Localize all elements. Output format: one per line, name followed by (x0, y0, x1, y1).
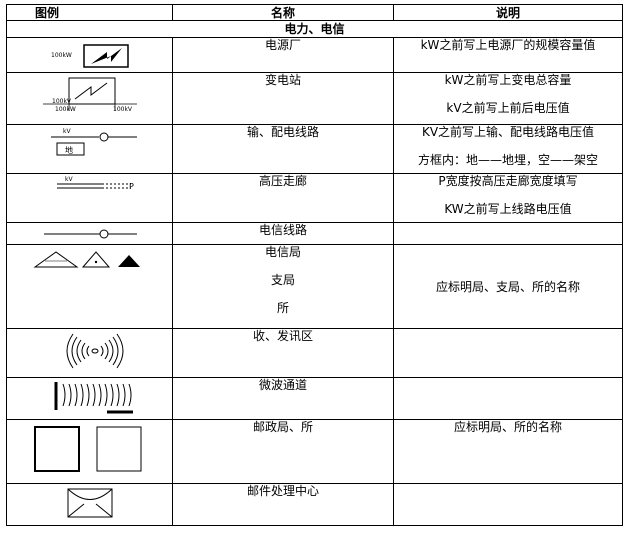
description-cell (393, 483, 623, 526)
description-cell: 应标明局、支局、所的名称 (393, 244, 623, 329)
description-text: P宽度按高压走廊宽度填写 (438, 174, 578, 188)
telecom-branch-icon (81, 251, 111, 268)
name-text: 变电站 (264, 73, 301, 87)
description-cell: KV之前写上输、配电线路电压值 方框内：地——地埋，空——架空 (393, 124, 623, 174)
post-office-icon (34, 426, 80, 472)
name-text: 支局 (270, 273, 295, 287)
table-row: 邮政局、所 应标明局、所的名称 (6, 419, 623, 484)
mail-center-icon (67, 488, 113, 518)
table-row: 100kV 100kW 100kV 变电站 kW之前写上变电总容量 kV之前写上… (6, 72, 623, 125)
name-text: 电信局 (264, 245, 301, 259)
name-text: 邮政局、所 (252, 420, 313, 434)
transmit-receive-icon (66, 333, 124, 369)
section-row: 电力、电信 (6, 20, 623, 38)
name-cell: 邮件处理中心 (172, 483, 394, 526)
description-text: 应标明局、支局、所的名称 (435, 279, 580, 294)
symbol-label: 地 (65, 145, 73, 155)
symbol-cell (6, 419, 173, 484)
symbol-label: P (129, 182, 134, 191)
name-text: 电源厂 (264, 38, 301, 52)
symbol-cell (6, 377, 173, 420)
table-row: kV P 高压走廊 P宽度按高压走廊宽度填写 KW之前写上线路电压值 (6, 173, 623, 223)
name-cell: 收、发讯区 (172, 328, 394, 378)
power-plant-icon: 100kW (51, 44, 129, 68)
name-text: 收、发讯区 (252, 329, 313, 343)
description-cell (393, 328, 623, 378)
description-text: kW之前写上电源厂的规模容量值 (420, 38, 596, 52)
symbol-label: kV (63, 128, 71, 135)
post-station-icon (96, 426, 142, 472)
name-text: 输、配电线路 (246, 125, 319, 139)
description-cell: P宽度按高压走廊宽度填写 KW之前写上线路电压值 (393, 173, 623, 223)
name-cell: 邮政局、所 (172, 419, 394, 484)
name-cell: 电源厂 (172, 37, 394, 73)
table-row: 微波通道 (6, 377, 623, 420)
description-text: kV之前写上前后电压值 (446, 101, 570, 115)
symbol-cell (6, 244, 173, 329)
name-text: 高压走廊 (258, 174, 307, 188)
description-text: 方框内：地——地埋，空——架空 (417, 153, 598, 167)
telecom-office-icons (33, 251, 140, 268)
symbol-cell (6, 222, 173, 245)
substation-icon: 100kV 100kW 100kV (43, 77, 137, 113)
description-text: KW之前写上线路电压值 (444, 202, 572, 216)
header-name: 名称 (172, 4, 394, 21)
table-row: 100kW 电源厂 kW之前写上电源厂的规模容量值 (6, 37, 623, 73)
description-cell: kW之前写上电源厂的规模容量值 (393, 37, 623, 73)
symbol-cell: 100kV 100kW 100kV (6, 72, 173, 125)
symbol-cell (6, 328, 173, 378)
symbol-cell (6, 483, 173, 526)
hv-corridor-icon: kV P (57, 176, 134, 191)
table-row: kV 地 输、配电线路 KV之前写上输、配电线路电压值 方框内：地——地埋，空—… (6, 124, 623, 174)
legend-table: 图例 名称 说明 电力、电信 100kW 电源厂 kW之前写上电源厂的规模容量值 (6, 4, 623, 526)
description-cell: 应标明局、所的名称 (393, 419, 623, 484)
telecom-station-icon (118, 255, 140, 267)
name-text: 所 (276, 301, 289, 315)
telecom-line-icon (44, 229, 137, 239)
header-row: 图例 名称 说明 (6, 4, 623, 21)
symbol-label: 100kW (55, 106, 76, 113)
symbol-label: 100kV (113, 106, 133, 113)
symbol-cell: kV 地 (6, 124, 173, 174)
name-text: 微波通道 (258, 378, 307, 392)
telecom-office-icon (33, 251, 79, 268)
name-cell: 电信局 支局 所 (172, 244, 394, 329)
post-office-icons (34, 426, 142, 472)
description-text: KV之前写上输、配电线路电压值 (421, 125, 595, 139)
header-legend: 图例 (6, 4, 173, 21)
power-line-icon: kV 地 (51, 128, 137, 156)
name-cell: 电信线路 (172, 222, 394, 245)
description-text: kW之前写上变电总容量 (444, 73, 572, 87)
symbol-cell: kV P (6, 173, 173, 223)
symbol-label: kV (65, 176, 73, 183)
description-cell (393, 222, 623, 245)
table-row: 收、发讯区 (6, 328, 623, 378)
description-cell: kW之前写上变电总容量 kV之前写上前后电压值 (393, 72, 623, 125)
name-cell: 微波通道 (172, 377, 394, 420)
name-text: 电信线路 (258, 223, 307, 237)
symbol-label: 100kW (51, 52, 72, 59)
header-description: 说明 (393, 4, 623, 21)
name-cell: 输、配电线路 (172, 124, 394, 174)
table-row: 电信线路 (6, 222, 623, 245)
section-title: 电力、电信 (6, 20, 623, 38)
microwave-channel-icon (54, 382, 133, 414)
description-text: 应标明局、所的名称 (453, 420, 562, 434)
symbol-label: 100kV (52, 98, 72, 105)
table-row: 电信局 支局 所 应标明局、支局、所的名称 (6, 244, 623, 329)
name-cell: 高压走廊 (172, 173, 394, 223)
name-text: 邮件处理中心 (246, 484, 319, 498)
description-cell (393, 377, 623, 420)
symbol-cell: 100kW (6, 37, 173, 73)
table-row: 邮件处理中心 (6, 483, 623, 526)
name-cell: 变电站 (172, 72, 394, 125)
